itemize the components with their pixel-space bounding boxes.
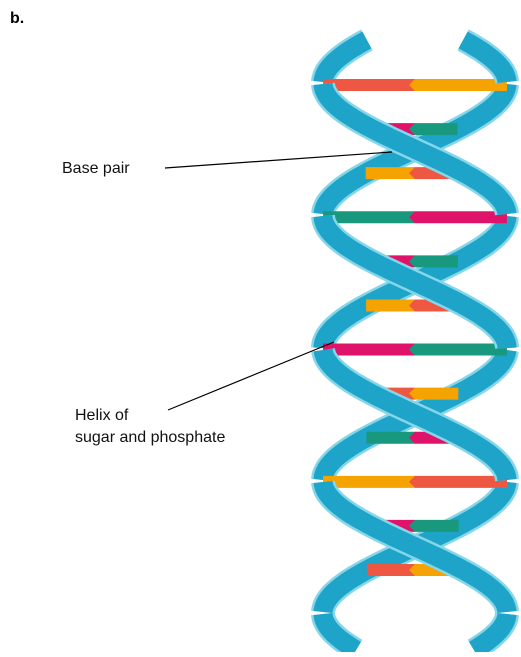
base-pair <box>323 79 507 91</box>
base-right <box>409 344 507 356</box>
base-right <box>409 520 459 532</box>
helix-label-line-1: Helix of <box>75 405 225 427</box>
helix-label-line-2: sugar and phosphate <box>75 427 225 449</box>
helix-label: Helix of sugar and phosphate <box>75 405 225 449</box>
base-right <box>409 255 458 267</box>
base-right <box>409 476 507 488</box>
sugar-phosphate-strand-a-front <box>463 40 507 82</box>
base-right <box>409 123 457 135</box>
base-left <box>323 476 421 488</box>
panel-letter: b. <box>10 10 24 28</box>
sugar-phosphate-strand-b-back <box>323 40 367 82</box>
base-left <box>323 211 421 223</box>
base-left <box>323 344 421 356</box>
base-right <box>409 211 507 223</box>
base-pair-label: Base pair <box>62 158 130 180</box>
base-right <box>409 79 507 91</box>
base-pair <box>323 476 507 488</box>
base-pair <box>323 211 507 223</box>
base-left <box>323 79 421 91</box>
base-right <box>409 388 458 400</box>
base-pair <box>323 344 507 356</box>
helix-leader-line <box>168 342 334 410</box>
